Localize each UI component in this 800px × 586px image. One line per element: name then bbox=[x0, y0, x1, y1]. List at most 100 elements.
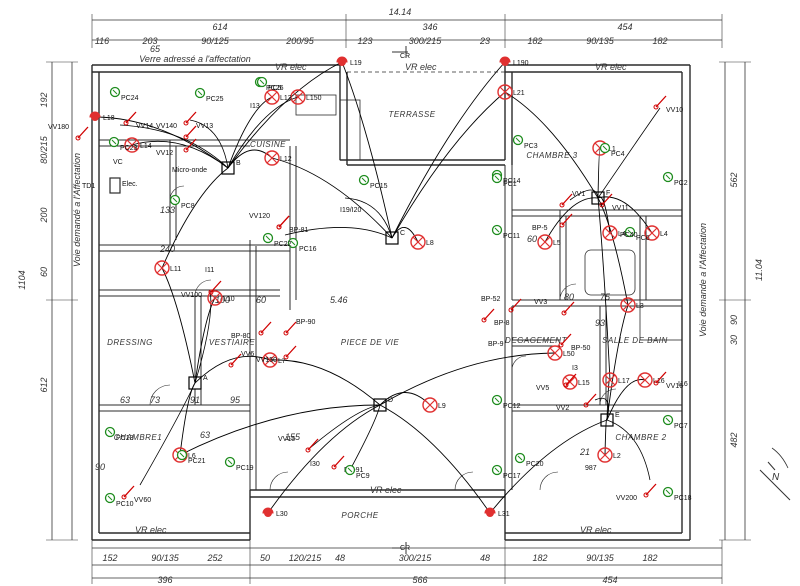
window-label: VR elec bbox=[135, 525, 167, 535]
wire bbox=[379, 404, 491, 514]
socket-label: PC10 bbox=[116, 501, 134, 508]
socket-label: PC24 bbox=[121, 95, 139, 102]
light-label: L40 bbox=[618, 231, 630, 238]
door-swing bbox=[194, 279, 212, 297]
wire bbox=[227, 96, 299, 169]
switch-dot bbox=[653, 380, 659, 386]
dim-left: 200 bbox=[39, 207, 49, 223]
left-side-note: Voie demandé a l'Affectation bbox=[72, 153, 82, 267]
room-dim: 80 bbox=[564, 292, 574, 302]
misc-symbol-label: I11 bbox=[205, 267, 214, 274]
switch-label: VV10 bbox=[666, 107, 683, 114]
dim-right: 11.04 bbox=[754, 259, 764, 281]
dim-top-detail: 182 bbox=[527, 36, 542, 46]
dim-left: 192 bbox=[39, 92, 49, 107]
switch-dot bbox=[558, 342, 564, 348]
socket-label: PC7 bbox=[674, 423, 688, 430]
dim-right: 90 bbox=[729, 315, 739, 325]
socket-mark bbox=[515, 137, 521, 143]
junction-box-label: A bbox=[203, 375, 208, 382]
wire bbox=[161, 167, 229, 269]
dim-bottom-detail: 90/135 bbox=[586, 553, 615, 563]
socket-mark bbox=[665, 417, 671, 423]
wire bbox=[271, 157, 393, 239]
light-label: L13 bbox=[280, 95, 292, 102]
light-dot bbox=[501, 58, 509, 66]
dim-right: 482 bbox=[729, 432, 739, 447]
switch-label: VV1 bbox=[572, 191, 585, 198]
switch-label: VV14 bbox=[136, 123, 153, 130]
dim-left: 612 bbox=[39, 377, 49, 392]
switch-dot bbox=[121, 494, 127, 500]
light-label: L3 bbox=[636, 303, 644, 310]
room-dim: 60 bbox=[527, 234, 537, 244]
room-label-cuisine: CUISINE bbox=[250, 140, 286, 149]
light-cross bbox=[156, 262, 168, 274]
light-L15 bbox=[562, 374, 578, 390]
light-label: L9 bbox=[438, 403, 446, 410]
dim-bottom-detail: 182 bbox=[642, 553, 657, 563]
light-cross bbox=[126, 139, 138, 151]
room-label-chambre1: CHAMBRE1 bbox=[114, 433, 162, 442]
light-label: L7 bbox=[278, 358, 286, 365]
socket-mark bbox=[112, 89, 118, 95]
light-cross bbox=[424, 399, 436, 411]
room-label-chambre2: CHAMBRE 2 bbox=[615, 433, 666, 442]
misc-symbol-label: PC40 bbox=[620, 232, 638, 239]
socket-mark bbox=[602, 145, 608, 151]
wire bbox=[504, 91, 599, 199]
wire bbox=[227, 61, 343, 169]
door-swing bbox=[169, 185, 185, 201]
switch-label: VV12 bbox=[156, 150, 173, 157]
dim-top-section: 346 bbox=[422, 22, 437, 32]
shower bbox=[639, 299, 683, 341]
wire bbox=[606, 379, 646, 421]
room-dim: 155 bbox=[285, 432, 301, 442]
light-label: L10 bbox=[223, 296, 235, 303]
wire bbox=[94, 116, 229, 169]
window-label: VR elec bbox=[405, 62, 437, 72]
socket-label: PC20 bbox=[526, 461, 544, 468]
dim-bottom-section: 454 bbox=[602, 575, 617, 585]
switch-label: BP-90 bbox=[296, 319, 316, 326]
dim-top-detail: 123 bbox=[357, 36, 372, 46]
room-label-sdb: SALLE DE BAIN bbox=[602, 336, 668, 345]
light-L13 bbox=[264, 89, 280, 105]
room-dim: 91 bbox=[190, 395, 200, 405]
light-label: L6 bbox=[188, 453, 196, 460]
dim-left: 80/215 bbox=[39, 135, 49, 164]
misc-label: Micro-onde bbox=[172, 167, 207, 174]
wire bbox=[341, 61, 393, 239]
light-cross bbox=[622, 299, 634, 311]
light-L4 bbox=[644, 225, 660, 241]
switch-label: VV13 bbox=[196, 123, 213, 130]
wire bbox=[194, 297, 216, 384]
light-cross bbox=[604, 374, 616, 386]
socket-label: PC8 bbox=[181, 203, 195, 210]
misc-symbol-label: I30 bbox=[310, 461, 320, 468]
dim-top-detail: 203 bbox=[141, 36, 157, 46]
misc-label: VC bbox=[113, 159, 123, 166]
light-L5 bbox=[537, 234, 553, 250]
light-dot bbox=[264, 509, 272, 517]
room-dim: 93 bbox=[595, 318, 605, 328]
junction-box-label: C bbox=[400, 230, 405, 237]
door-swing bbox=[599, 388, 617, 406]
light-L12 bbox=[264, 150, 280, 166]
switch-label: VV5 bbox=[536, 385, 549, 392]
socket-mark bbox=[494, 175, 500, 181]
switch-dot bbox=[653, 104, 659, 110]
light-label: L16 bbox=[653, 378, 665, 385]
light-cross bbox=[604, 227, 616, 239]
junction-box-label: F bbox=[606, 190, 610, 197]
window-label: VR elec bbox=[370, 485, 402, 495]
wire bbox=[267, 404, 381, 514]
bathtub bbox=[584, 249, 636, 296]
junction-box-label: D bbox=[388, 397, 393, 404]
light-L150 bbox=[290, 89, 306, 105]
light-cross bbox=[539, 236, 551, 248]
compass-arc bbox=[771, 447, 789, 469]
switch-dot bbox=[123, 120, 129, 126]
dim-right: 30 bbox=[729, 335, 739, 345]
socket-mark bbox=[259, 79, 265, 85]
